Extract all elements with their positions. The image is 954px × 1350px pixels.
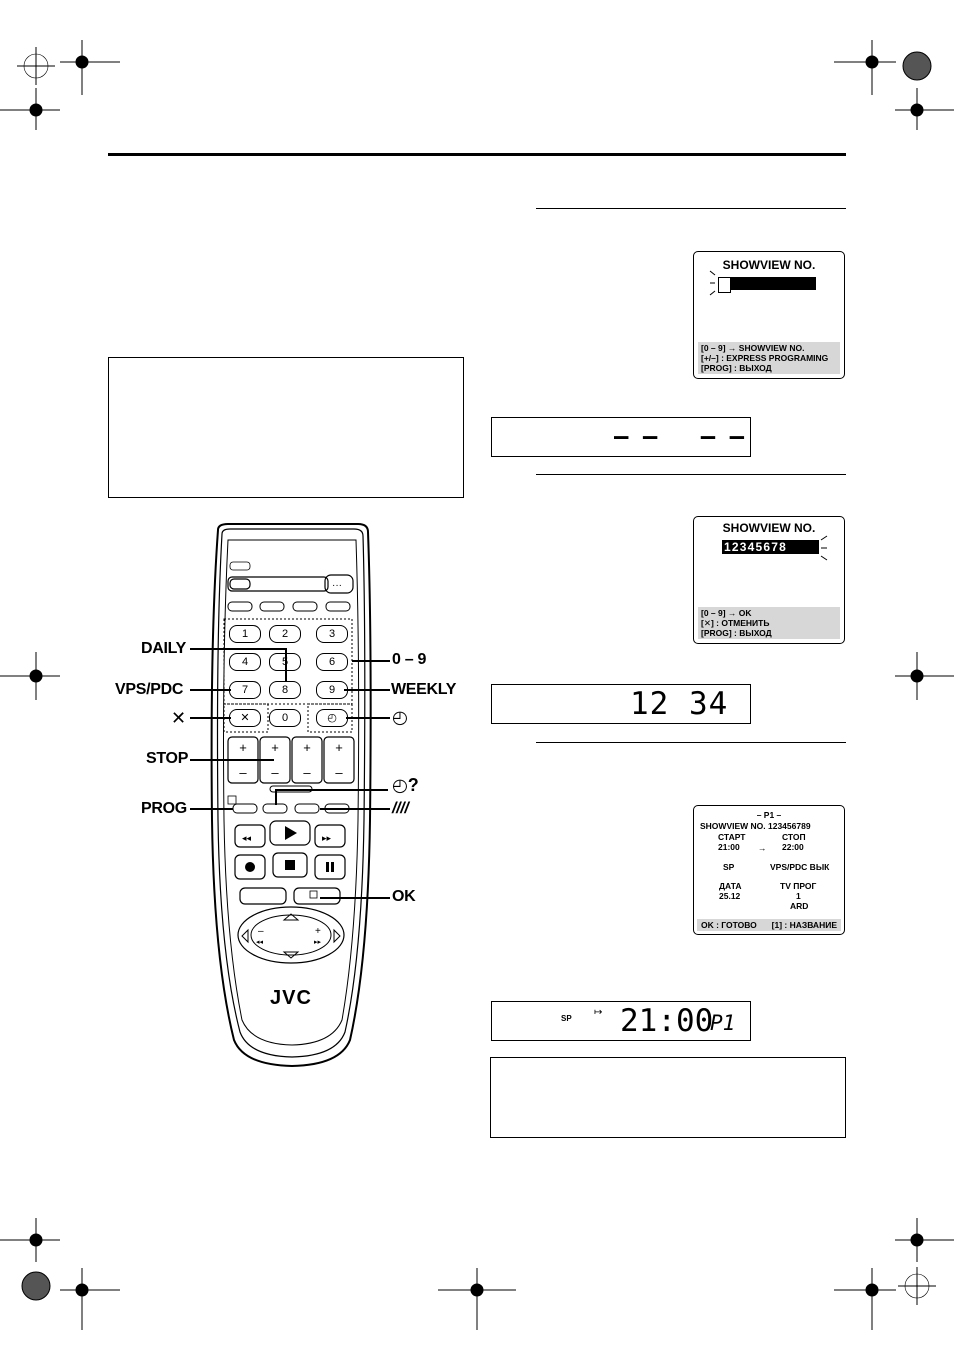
query-mark: ? [407, 775, 419, 795]
osd-screen-program-confirm: – P1 – SHOWVIEW NO. 123456789 СТАРТ 21:0… [693, 805, 845, 935]
osd-footer: [0 – 9] → SHOWVIEW NO. [+/–] : EXPRESS P… [698, 342, 840, 374]
svg-text:–: – [271, 765, 279, 780]
display-program: P1 [710, 1011, 736, 1035]
date-label: ДАТА [719, 881, 742, 891]
program-number: – P1 – [756, 810, 782, 820]
date-value: 25.12 [719, 891, 741, 901]
note-box [108, 357, 464, 498]
svg-text:◂◂: ◂◂ [256, 939, 264, 946]
key-9[interactable]: 9 [316, 681, 348, 699]
timer-arrow-icon: ↦ [594, 1007, 603, 1018]
vcr-display-code: 12 34 [491, 684, 751, 724]
step-rule-2 [536, 474, 846, 476]
key-4[interactable]: 4 [229, 653, 261, 671]
svg-text:–: – [335, 765, 343, 780]
svg-text:–: – [239, 765, 247, 780]
label-timer-icon: ◴ [392, 707, 408, 727]
svg-text:+: + [303, 740, 311, 755]
footer-ok: OK : ГОТОВО [701, 920, 757, 930]
footer-line: [PROG] : ВЫХОД [701, 363, 772, 373]
speed-indicator: SP [561, 1014, 572, 1023]
vcr-display-time: SP ↦ 21:00 P1 [491, 1001, 751, 1041]
osd-footer: OK : ГОТОВО [1] : НАЗВАНИЕ [697, 919, 841, 931]
info-box [490, 1057, 846, 1138]
osd-footer: [0 – 9] → OK [✕] : ОТМЕНИТЬ [PROG] : ВЫХ… [698, 607, 840, 639]
step-rule-3 [536, 742, 846, 744]
start-time: 21:00 [718, 842, 740, 852]
label-stop: STOP [146, 750, 189, 767]
key-0[interactable]: 0 [269, 709, 301, 727]
svg-text:–: – [258, 926, 264, 937]
code-field [730, 277, 816, 290]
footer-line: [0 – 9] → OK [701, 608, 752, 618]
svg-text:+: + [271, 740, 279, 755]
display-time: 21:00 [620, 1003, 714, 1039]
svg-text:+: + [315, 926, 321, 937]
footer-line: [+/–] : EXPRESS PROGRAMING [701, 353, 829, 363]
key-2[interactable]: 2 [269, 625, 301, 643]
svg-text:+: + [335, 740, 343, 755]
key-1[interactable]: 1 [229, 625, 261, 643]
footer-line: [✕] : ОТМЕНИТЬ [701, 618, 770, 628]
osd-title: SHOWVIEW NO. [722, 258, 816, 272]
svg-text:◂◂: ◂◂ [242, 833, 252, 843]
channel-name: ARD [790, 901, 809, 911]
footer-title: [1] : НАЗВАНИЕ [771, 920, 837, 930]
label-cancel: ✕ [171, 708, 186, 728]
display-digits: – – – – [614, 422, 745, 450]
osd-screen-showview-entry: SHOWVIEW NO. [0 – 9] → SHOWVIEW NO. [+/–… [693, 251, 845, 379]
footer-line: [PROG] : ВЫХОД [701, 628, 772, 638]
svg-text:▸▸: ▸▸ [322, 833, 332, 843]
blink-marks [709, 270, 716, 296]
osd-screen-showview-code: SHOWVIEW NO. 12345678 [0 – 9] → OK [✕] :… [693, 516, 845, 644]
key-3[interactable]: 3 [316, 625, 348, 643]
label-timer-query: ◴? [392, 775, 419, 795]
step-rule-1 [536, 208, 846, 210]
cancel-key[interactable]: ✕ [229, 709, 261, 727]
vps-status: VPS/PDC ВЫК [770, 862, 830, 872]
osd-title: SHOWVIEW NO. [722, 521, 816, 535]
key-6[interactable]: 6 [316, 653, 348, 671]
label-vps-pdc: VPS/PDC [115, 681, 184, 698]
cursor-box [808, 540, 819, 554]
stop-time: 22:00 [782, 842, 804, 852]
label-prog: PROG [141, 800, 187, 817]
channel-number: 1 [796, 891, 801, 901]
label-digits: 0 – 9 [392, 651, 427, 668]
svg-text:+: + [239, 740, 247, 755]
vcr-display-blank: – – – – [491, 417, 751, 457]
showview-number: SHOWVIEW NO. 123456789 [700, 821, 811, 831]
blink-marks [820, 535, 828, 561]
stop-label: СТОП [782, 832, 806, 842]
label-daily: DAILY [141, 640, 187, 657]
footer-line: [0 – 9] → SHOWVIEW NO. [701, 343, 805, 353]
code-field: 12345678 [722, 540, 808, 554]
label-weekly: WEEKLY [391, 681, 457, 698]
channel-label: TV ПРОГ [780, 881, 817, 891]
svg-text:–: – [303, 765, 311, 780]
start-label: СТАРТ [718, 832, 746, 842]
svg-text:▸▸: ▸▸ [314, 939, 322, 946]
tape-speed: SP [723, 862, 735, 872]
svg-text:···: ··· [332, 580, 342, 591]
label-ok: OK [392, 888, 416, 905]
brand-logo: JVC [270, 987, 312, 1009]
arrow-icon: → [758, 843, 767, 853]
label-slash-icon: //// [392, 800, 409, 817]
display-digits: 12 34 [630, 686, 729, 722]
header-rule [108, 153, 846, 156]
